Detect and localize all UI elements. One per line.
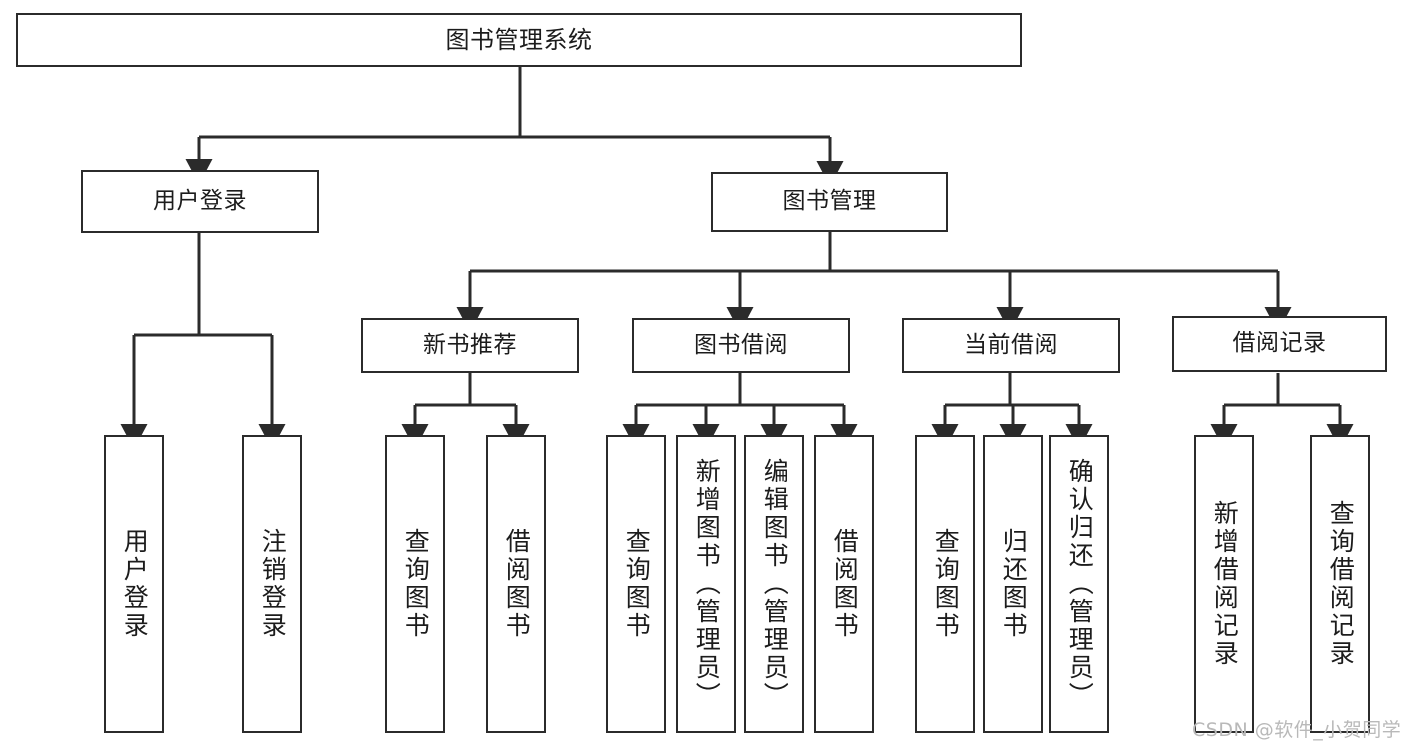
leaf-query-book-current[interactable]: 查询图书 <box>915 435 975 733</box>
node-label: 图书管理系统 <box>445 25 593 54</box>
node-label: 编辑图书（管理员） <box>760 458 790 710</box>
node-new-book-recommend[interactable]: 新书推荐 <box>361 318 579 373</box>
node-label: 借阅记录 <box>1232 330 1327 357</box>
leaf-edit-book-admin[interactable]: 编辑图书（管理员） <box>744 435 804 733</box>
leaf-query-book-recommend[interactable]: 查询图书 <box>385 435 445 733</box>
node-label: 当前借阅 <box>964 331 1058 358</box>
node-label: 确认归还（管理员） <box>1065 458 1095 710</box>
leaf-query-book-borrow[interactable]: 查询图书 <box>606 435 666 733</box>
node-borrow-record[interactable]: 借阅记录 <box>1172 316 1387 372</box>
leaf-add-book-admin[interactable]: 新增图书（管理员） <box>676 435 736 733</box>
node-book-borrow[interactable]: 图书借阅 <box>632 318 850 373</box>
node-current-borrow[interactable]: 当前借阅 <box>902 318 1120 373</box>
node-label: 用户登录 <box>120 528 150 640</box>
leaf-logout[interactable]: 注销登录 <box>242 435 302 733</box>
node-label: 查询图书 <box>931 528 961 640</box>
node-label: 查询借阅记录 <box>1326 500 1356 668</box>
node-label: 新书推荐 <box>423 331 517 358</box>
node-user-login[interactable]: 用户登录 <box>81 170 319 233</box>
node-label: 新增借阅记录 <box>1210 500 1240 668</box>
leaf-borrow-book[interactable]: 借阅图书 <box>814 435 874 733</box>
leaf-confirm-return-admin[interactable]: 确认归还（管理员） <box>1049 435 1109 733</box>
node-label: 归还图书 <box>999 528 1029 640</box>
leaf-user-login[interactable]: 用户登录 <box>104 435 164 733</box>
node-label: 查询图书 <box>622 528 652 640</box>
node-label: 用户登录 <box>153 187 247 214</box>
node-label: 图书借阅 <box>694 331 788 358</box>
leaf-return-book[interactable]: 归还图书 <box>983 435 1043 733</box>
node-root-system[interactable]: 图书管理系统 <box>16 13 1022 67</box>
csdn-watermark: CSDN @软件_小贺同学 <box>1192 719 1402 741</box>
leaf-borrow-book-recommend[interactable]: 借阅图书 <box>486 435 546 733</box>
node-book-management[interactable]: 图书管理 <box>711 172 948 232</box>
node-label: 借阅图书 <box>502 528 532 640</box>
node-label: 借阅图书 <box>830 528 860 640</box>
node-label: 注销登录 <box>258 528 288 640</box>
leaf-query-borrow-record[interactable]: 查询借阅记录 <box>1310 435 1370 733</box>
node-label: 图书管理 <box>782 188 877 215</box>
leaf-add-borrow-record[interactable]: 新增借阅记录 <box>1194 435 1254 733</box>
node-label: 新增图书（管理员） <box>692 458 722 710</box>
node-label: 查询图书 <box>401 528 431 640</box>
